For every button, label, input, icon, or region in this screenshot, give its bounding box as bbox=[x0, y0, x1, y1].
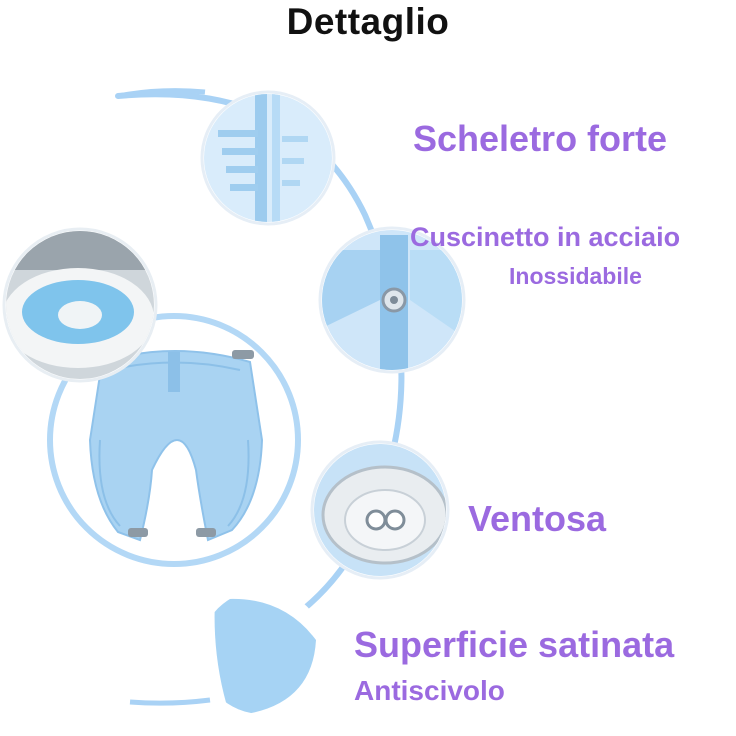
steel-bearing-detail-photo bbox=[318, 226, 466, 374]
feature-label-skeleton: Scheletro forte bbox=[413, 118, 668, 159]
feature-label-bearing: Cuscinetto in acciaio bbox=[410, 222, 681, 252]
suction-cup-detail-photo bbox=[310, 440, 450, 580]
feature-sublabel-surface: Antiscivolo bbox=[354, 675, 505, 706]
skeleton-detail-photo bbox=[200, 90, 336, 226]
seat-product-photo bbox=[47, 313, 301, 567]
connector-tail-top bbox=[117, 88, 206, 99]
page-title: Dettaglio bbox=[286, 1, 450, 42]
toilet-usage-photo bbox=[2, 227, 158, 383]
matte-surface-detail-photo bbox=[198, 588, 326, 716]
feature-label-suction: Ventosa bbox=[468, 498, 607, 539]
connector-tail-bottom bbox=[129, 697, 211, 706]
feature-label-surface: Superficie satinata bbox=[354, 624, 675, 665]
feature-sublabel-bearing: Inossidabile bbox=[509, 263, 642, 289]
